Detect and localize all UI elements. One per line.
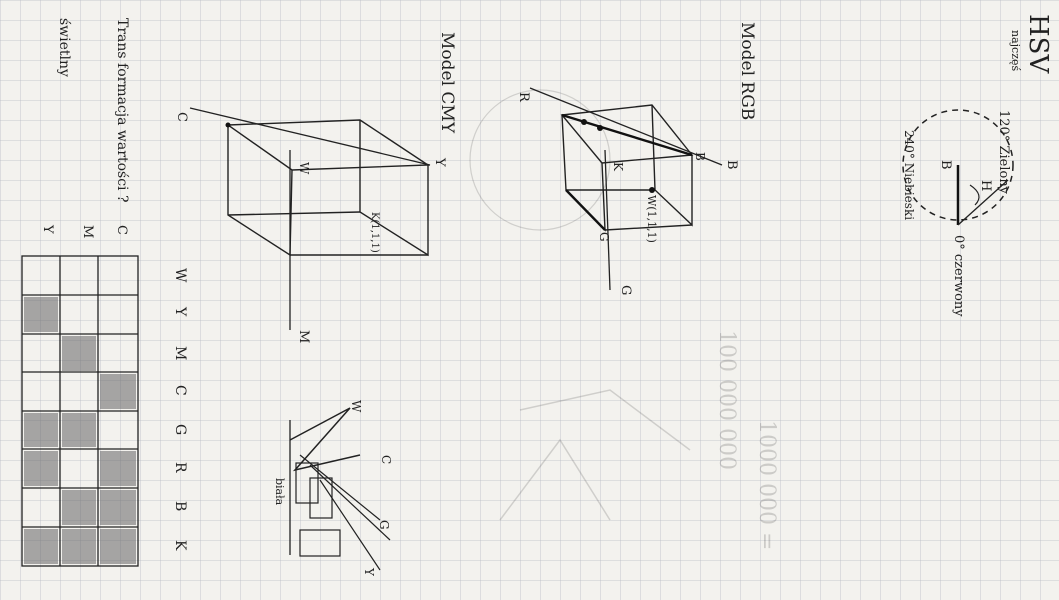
col-label-m: M	[172, 346, 188, 360]
hsv-b-label: B	[938, 160, 953, 170]
column-labels: W Y M C G R B K	[172, 268, 188, 551]
hsv-h-label: H	[978, 180, 993, 191]
table-heading: Trans formacja wartości ?	[114, 18, 130, 202]
col-label-g: G	[172, 424, 188, 435]
filter-c: C	[379, 455, 393, 464]
row-label-y: Y	[40, 224, 55, 234]
cmy-y-axis-label: Y	[432, 157, 447, 167]
col-label-y: Y	[172, 306, 188, 317]
hsv-section: HSV najczęś B H 120° Zielony 240° Niebie…	[902, 14, 1053, 317]
filter-w: W	[349, 400, 363, 413]
hsv-note: najczęś	[1009, 30, 1022, 72]
col-label-w: W	[172, 268, 188, 283]
cmy-w-label: W	[297, 162, 311, 175]
color-table: Trans formacja wartości ? świetlny C M Y	[21, 18, 188, 567]
rgb-k-label: K	[611, 162, 625, 172]
col-label-k: K	[172, 540, 188, 551]
col-label-r: R	[172, 462, 188, 473]
filter-sketch: W C G Y biała	[273, 400, 393, 577]
row-label-m: M	[80, 225, 95, 238]
rgb-section: Model RGB R B G W(1,1,1) K G B	[516, 22, 757, 295]
rgb-w-label: W(1,1,1)	[645, 195, 658, 243]
rgb-b-axis	[529, 87, 723, 166]
cmy-c-axis-label: C	[174, 112, 189, 122]
table-heading-2: świetlny	[56, 18, 72, 77]
rgb-title: Model RGB	[737, 22, 757, 120]
cmy-m-axis-label: M	[296, 330, 311, 343]
cmy-y-axis	[189, 107, 431, 166]
svg-text:100 000 000: 100 000 000	[714, 330, 739, 470]
filter-y: Y	[362, 567, 376, 577]
hsv-hue-circle	[902, 109, 1014, 221]
rgb-r-axis-label: R	[516, 92, 531, 103]
filter-caption: biała	[273, 478, 286, 506]
rgb-b-corner: B	[693, 152, 707, 161]
cmy-k-label: K(1,1,1)	[369, 212, 380, 253]
shaded-cells	[24, 297, 136, 564]
col-label-b: B	[172, 501, 188, 511]
rgb-g-axis-label: G	[618, 285, 633, 295]
rgb-g-corner: G	[597, 232, 611, 242]
col-label-c: C	[172, 385, 188, 396]
filter-g: G	[377, 520, 391, 530]
rgb-g-axis	[604, 149, 611, 291]
hsv-240-label: 240° Niebieski	[902, 130, 916, 220]
hsv-0-label: 0° czerwony	[951, 235, 966, 317]
bleed-through: 100 000 000 1000 000 =	[469, 89, 779, 550]
cmy-title: Model CMY	[437, 32, 457, 134]
hsv-120-label: 120° Zielony	[996, 110, 1011, 195]
svg-text:1000 000 =: 1000 000 =	[754, 420, 779, 550]
row-label-c: C	[114, 225, 129, 235]
hsv-title: HSV	[1023, 14, 1053, 74]
cmy-section: Model CMY C Y M W K(1,1,1)	[174, 32, 457, 343]
rgb-b-axis-label: B	[724, 160, 739, 170]
